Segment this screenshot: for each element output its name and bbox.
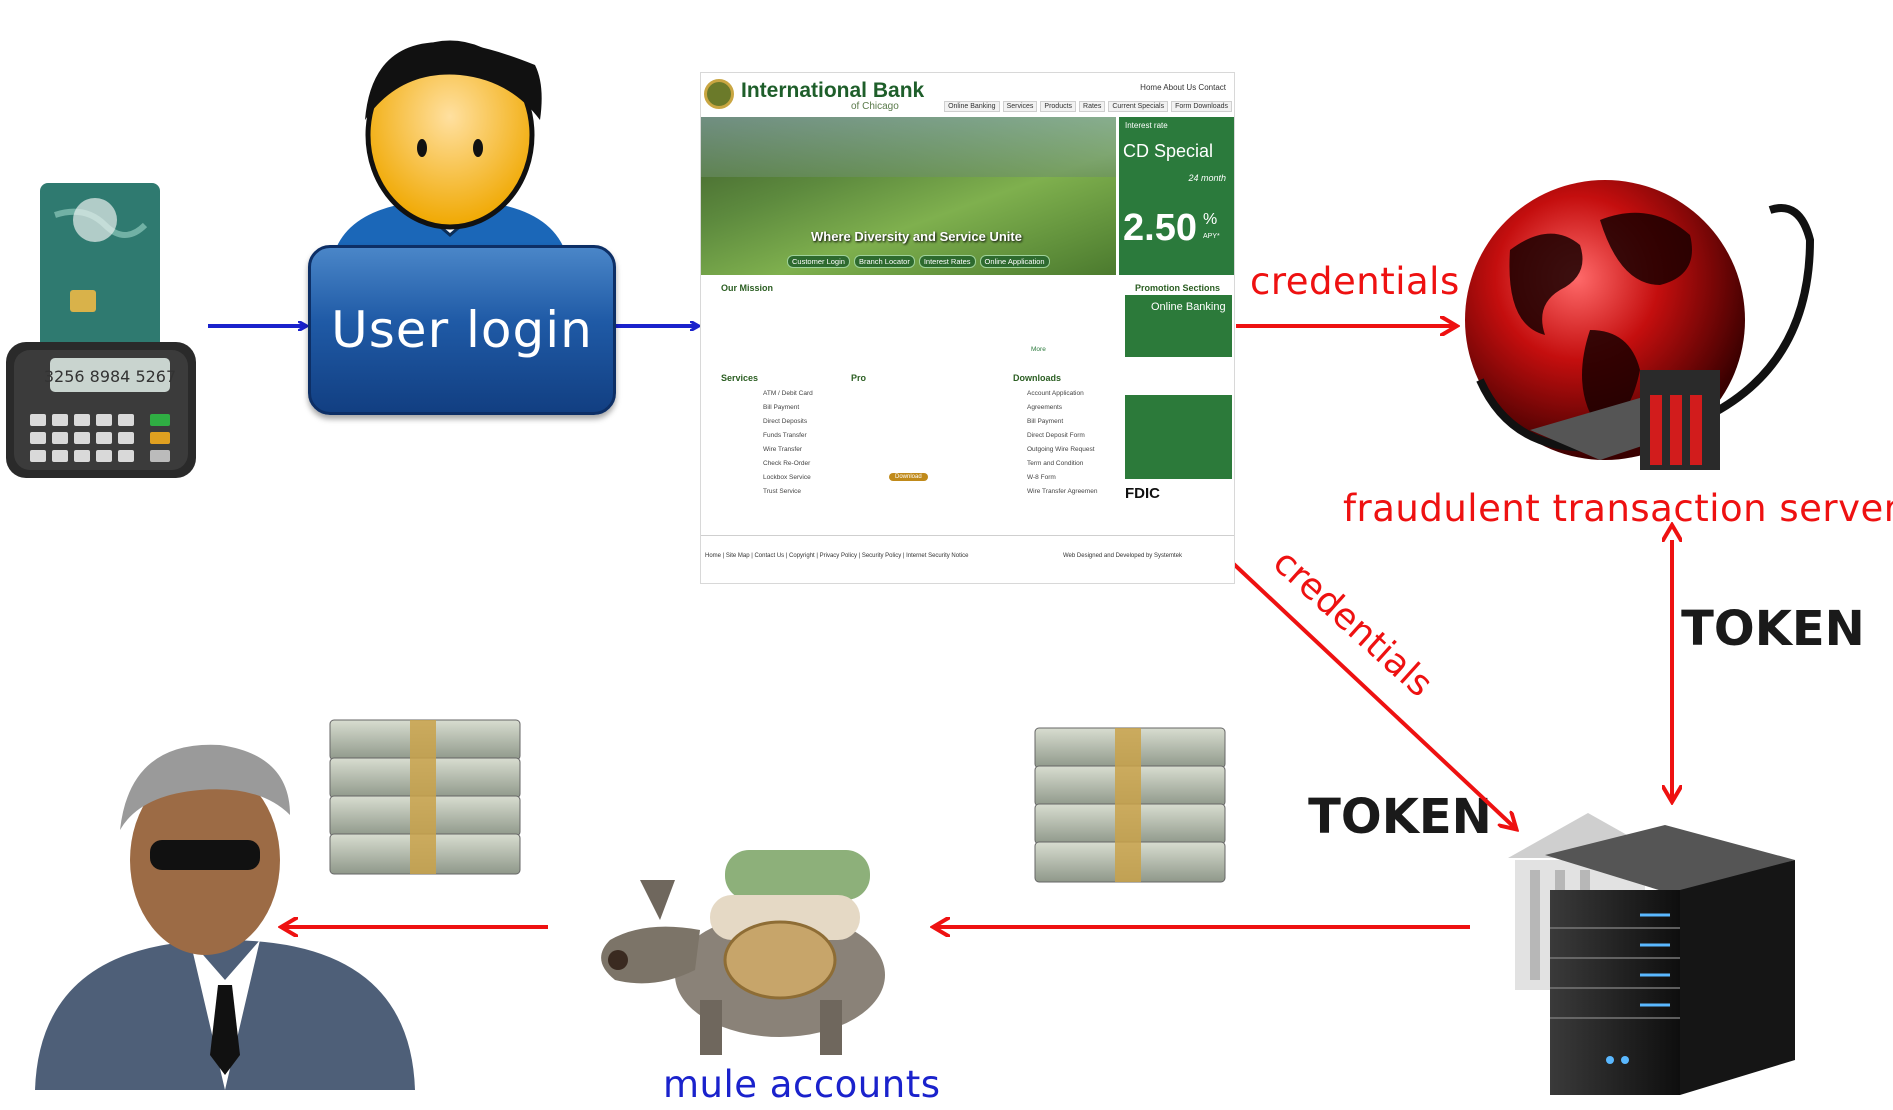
bank-downloads-list: Account Application Agreements Bill Paym… (1027, 387, 1097, 499)
bank-hero-image: Where Diversity and Service Unite Custom… (701, 117, 1116, 275)
bank-website-screenshot: International Bank of Chicago Home About… (700, 72, 1235, 584)
bank-promo-heading: Promotion Sections (1135, 283, 1221, 293)
service-item: Funds Transfer (763, 432, 807, 439)
bank-promo-label: Online Banking (1151, 301, 1226, 313)
bank-top-links: Home About Us Contact (1140, 83, 1226, 92)
bank-ibc-box (1125, 395, 1232, 479)
bank-cd-special: Interest rate CD Special 24 month 2.50 %… (1119, 117, 1234, 275)
criminal-avatar-icon (35, 744, 415, 1090)
edge-label-credentials-top: credentials (1250, 260, 1460, 303)
donkey-mule-icon (601, 850, 885, 1055)
edge-label-credentials-diagonal: credentials (1265, 542, 1440, 705)
cd-title: CD Special (1123, 141, 1214, 161)
bank-fdic-logo: FDIC (1125, 485, 1160, 502)
bank-mission-text (705, 301, 875, 315)
service-item: Lockbox Service (763, 474, 811, 481)
service-item: Direct Deposits (763, 418, 808, 425)
cd-unit: % (1203, 211, 1218, 228)
download-item: Account Application (1027, 390, 1084, 397)
service-item: Wire Transfer (763, 446, 803, 453)
service-item: Trust Service (763, 488, 802, 495)
cd-term: 24 month (1188, 173, 1226, 183)
bank-products-heading: Pro (851, 373, 867, 383)
bank-top-nav: Online Banking Services Products Rates C… (944, 101, 1232, 112)
bank-services-heading: Services (721, 373, 759, 383)
user-login-label: User login (331, 301, 593, 359)
bank-nav-item: Online Banking (944, 101, 1000, 112)
token-label-right: TOKEN (1681, 601, 1865, 657)
bank-brand-sub: of Chicago (851, 101, 899, 112)
download-item: Term and Condition (1027, 460, 1084, 467)
globe-server-icon (1465, 180, 1815, 470)
bank-mission-heading: Our Mission (721, 283, 774, 293)
money-stack-icon (329, 719, 521, 875)
fraud-servers-label: fraudulent transaction servers (1343, 487, 1893, 530)
download-item: W-8 Form (1027, 474, 1056, 481)
arrow-bank-diagonal (1222, 553, 1515, 828)
bank-download-button: Download (889, 473, 928, 481)
cd-value: 2.50 (1123, 207, 1197, 249)
bank-brand: International Bank (741, 79, 925, 102)
download-item: Bill Payment (1027, 418, 1064, 425)
bank-logo-icon (704, 79, 734, 109)
bank-nav-item: Current Specials (1108, 101, 1169, 112)
bank-nav-item: Rates (1079, 101, 1106, 112)
svg-text:3256 8984 5267: 3256 8984 5267 (44, 367, 176, 386)
service-item: Bill Payment (763, 404, 800, 411)
service-item: Check Re-Order (763, 460, 811, 467)
bank-hero-button: Customer Login (787, 255, 850, 268)
money-stack-icon (1034, 727, 1226, 883)
bank-nav-item: Products (1040, 101, 1077, 112)
user-avatar-icon (330, 40, 570, 280)
cd-apy: APY* (1203, 233, 1220, 240)
bank-hero-sky (701, 117, 1116, 177)
bank-services-list: ATM / Debit Card Bill Payment Direct Dep… (763, 387, 813, 499)
user-login-node: User login (308, 245, 616, 415)
bank-hero-buttons: Customer Login Branch Locator Interest R… (787, 255, 1050, 268)
bank-promo-box: Online Banking (1125, 295, 1232, 357)
bank-hero-tagline: Where Diversity and Service Unite (811, 229, 1022, 244)
token-label-middle: TOKEN (1308, 789, 1492, 845)
bank-hero-button: Branch Locator (853, 255, 915, 268)
download-item: Outgoing Wire Request (1027, 446, 1095, 453)
bank-downloads-heading: Downloads (1013, 373, 1062, 383)
download-item: Agreements (1027, 404, 1063, 411)
download-item: Direct Deposit Form (1027, 432, 1085, 439)
bank-footer-links: Home | Site Map | Contact Us | Copyright… (705, 553, 969, 559)
bank-footer-divider (701, 535, 1234, 536)
card-reader-icon: 3256 8984 5267 (6, 183, 196, 478)
bank-footer-credit: Web Designed and Developed by Systemtek (1063, 553, 1182, 559)
cd-rate-label: Interest rate (1125, 121, 1168, 130)
download-item: Wire Transfer Agreemen (1027, 488, 1098, 495)
mule-accounts-label: mule accounts (663, 1063, 941, 1106)
bank-hero-button: Online Application (979, 255, 1050, 268)
service-item: ATM / Debit Card (763, 390, 813, 397)
bank-hero-button: Interest Rates (918, 255, 976, 268)
bank-server-icon (1508, 813, 1795, 1095)
bank-more-link: More (1031, 346, 1046, 353)
bank-nav-item: Services (1002, 101, 1038, 112)
bank-nav-item: Form Downloads (1171, 101, 1232, 112)
